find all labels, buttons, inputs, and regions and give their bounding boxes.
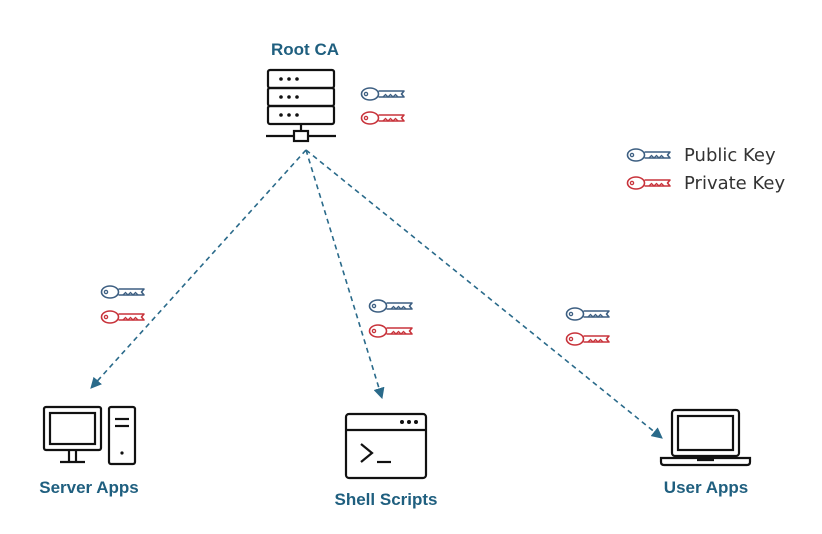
laptop-icon [659, 408, 752, 467]
private-key-icon [565, 332, 610, 346]
desktop-computer-icon [42, 405, 137, 466]
connector-root-user [305, 149, 663, 439]
public-key-icon [360, 87, 405, 101]
public-key-icon [565, 307, 610, 321]
legend-private-key-label: Private Key [684, 173, 786, 194]
private-key-icon [360, 111, 405, 125]
server-apps-label: Server Apps [39, 478, 139, 497]
connector-root-server [90, 149, 307, 389]
shell-scripts-label: Shell Scripts [334, 490, 438, 509]
root-ca-label: Root CA [271, 40, 339, 59]
connector-root-shell [305, 149, 385, 400]
public-key-icon [368, 299, 413, 313]
server-icon [266, 68, 336, 143]
legend-private-key-icon [626, 176, 671, 190]
public-key-icon [100, 285, 145, 299]
user-apps-label: User Apps [663, 478, 749, 497]
terminal-window-icon [344, 412, 428, 480]
legend-public-key-label: Public Key [684, 145, 776, 166]
private-key-icon [100, 310, 145, 324]
legend-public-key-icon [626, 148, 671, 162]
private-key-icon [368, 324, 413, 338]
